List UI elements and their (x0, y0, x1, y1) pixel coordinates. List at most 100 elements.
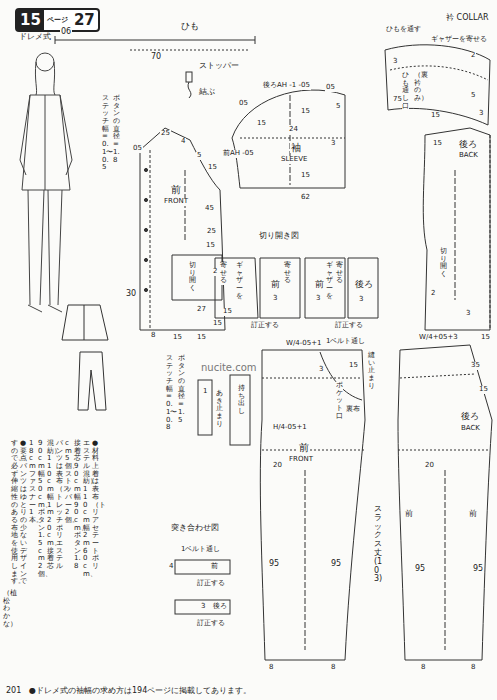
dimension-label: 2 (470, 52, 476, 60)
dimension-label: 前 (270, 280, 281, 290)
dimension-label: H/4-05+1 (272, 424, 308, 432)
dimension-label: 後ろ (458, 140, 478, 150)
dimension-label: 75 (392, 96, 403, 104)
dimension-label: 20 (424, 462, 435, 470)
vertical-note: ●材料 上着は表布（トリアセテート ポリ (92, 440, 99, 571)
dimension-label: 15 (205, 242, 216, 250)
dimension-label: 15 (222, 308, 233, 316)
dimension-label: 35 (470, 362, 481, 370)
vertical-note: 寄せる (284, 262, 291, 285)
dimension-label: 4 (168, 563, 174, 571)
vertical-note: パンツは表布（ストレッチ ポリエステル (56, 440, 63, 571)
dimension-label: 05 (238, 100, 249, 108)
vertical-note: 縫い止まり (368, 352, 375, 390)
dimension-label: 2 (430, 290, 436, 298)
dimension-label: ストッパー (198, 62, 240, 71)
dimension-label: 24 (288, 126, 299, 134)
dimension-label: 訂正する (196, 580, 226, 588)
dimension-label: 3 (200, 603, 206, 611)
dimension-label: FRONT (288, 456, 314, 464)
dimension-label: 95 (472, 565, 484, 574)
vertical-note: ポケット口 (336, 382, 343, 420)
dimension-label: 45 (204, 205, 215, 213)
dimension-label: 201 (5, 687, 22, 696)
dimension-label: 27 (196, 306, 207, 314)
dimension-label: 突き合わせ図 (170, 524, 220, 533)
dimension-label: BACK (460, 425, 481, 433)
dimension-label: 後ろ (212, 603, 228, 611)
dimension-label: 5 (470, 92, 476, 100)
dimension-label: SLEEVE (280, 156, 308, 164)
dimension-label: W/4+05+3 (418, 334, 459, 342)
vertical-note: 切り開く (189, 262, 196, 293)
dimension-label: 8 (150, 332, 156, 340)
dimension-label: 前 (298, 442, 310, 453)
vertical-note: 持ち出し (238, 385, 245, 416)
dimension-label: 1 (202, 388, 208, 396)
vertical-note: ギャザーを (326, 262, 333, 300)
dimension-label: 15 (480, 334, 491, 342)
dimension-label: 3 (318, 366, 324, 374)
dimension-label: 15 (478, 386, 489, 394)
dimension-label: 結ぶ (198, 88, 216, 97)
vertical-note: ステッチ幅=0.1〜0.5 (102, 95, 109, 172)
vertical-note: cm5個、ストッパー2個。 (65, 440, 72, 525)
dimension-label: 8 (470, 664, 476, 672)
dimension-label: 25 (206, 228, 217, 236)
vertical-note: 切り開く (440, 248, 447, 279)
dimension-label: 訂正する (250, 322, 280, 330)
dimension-label: ひもを通す (385, 26, 422, 34)
dimension-label: 5 (196, 152, 202, 160)
dimension-label: 8 (330, 664, 336, 672)
dimension-label: 前 (314, 280, 325, 290)
dimension-label: 前 (210, 563, 219, 571)
dimension-label: 15 (172, 334, 183, 342)
vertical-note: スラックス丈(103) (374, 505, 382, 584)
dimension-label: 衿 COLLAR (445, 14, 490, 23)
dimension-label: 30 (125, 290, 137, 299)
dimension-label: nucite.com (200, 362, 258, 373)
vertical-note: （裏衿のみ） (414, 72, 421, 103)
vertical-note: 混紡）110cm幅1m20cm、接着芯 (47, 440, 54, 571)
dimension-label: 3 (392, 58, 398, 66)
vertical-note: 寄せる (336, 262, 343, 285)
dimension-label: 15 (212, 320, 223, 328)
vertical-note: ●要点 パンツはゆとりの少ないデザインで (20, 440, 27, 586)
dimension-label: 15 (432, 140, 443, 148)
vertical-note: 90cm幅50cm、ボタン1.5cm2個、 (38, 440, 45, 578)
dimension-label: 3 (330, 140, 336, 148)
vertical-note: あき止まり (216, 390, 223, 428)
dimension-label: 3 (272, 295, 278, 303)
dimension-label: 袖 (290, 142, 302, 153)
dimension-label: 3 (358, 296, 364, 304)
dimension-label: ギャザーを寄せる (430, 36, 488, 44)
dimension-label: W/4-05+1 (285, 340, 323, 348)
vertical-note: 寄せる (220, 262, 227, 285)
vertical-note: ボタンの直径=1.5 (178, 355, 185, 424)
dimension-label: 95 (268, 560, 280, 569)
dimension-label: 1ベルト通し (325, 338, 366, 346)
dimension-label: 15 (348, 362, 359, 370)
page-number: ページ (44, 14, 71, 26)
dimension-label: 前 (468, 510, 478, 519)
dimension-label: 前 (404, 510, 414, 519)
dimension-label: 3 (315, 295, 321, 303)
dimension-label: ドレメ式 (18, 33, 52, 42)
dimension-label: 20 (272, 462, 283, 470)
dimension-label: 裏布 (345, 406, 361, 414)
dimension-label: FRONT (163, 198, 189, 206)
vertical-note: 18cmファスナー1本。 (29, 440, 36, 525)
dimension-label: 70 (150, 53, 162, 62)
dimension-label: 95 (330, 560, 342, 569)
dimension-label: BACK (458, 152, 479, 160)
dimension-label: 15 (430, 112, 441, 120)
dimension-label: ひも (180, 22, 200, 32)
dimension-label: 8 (420, 664, 426, 672)
page-number: 15 (17, 10, 44, 30)
dimension-label: 8 (268, 664, 274, 672)
dimension-label: 15 (300, 172, 311, 180)
dimension-label: 15 (207, 164, 218, 172)
dimension-label: 訂正する (334, 322, 364, 330)
dimension-label: 訂正する (196, 620, 226, 628)
page-number: 27 (71, 10, 98, 30)
